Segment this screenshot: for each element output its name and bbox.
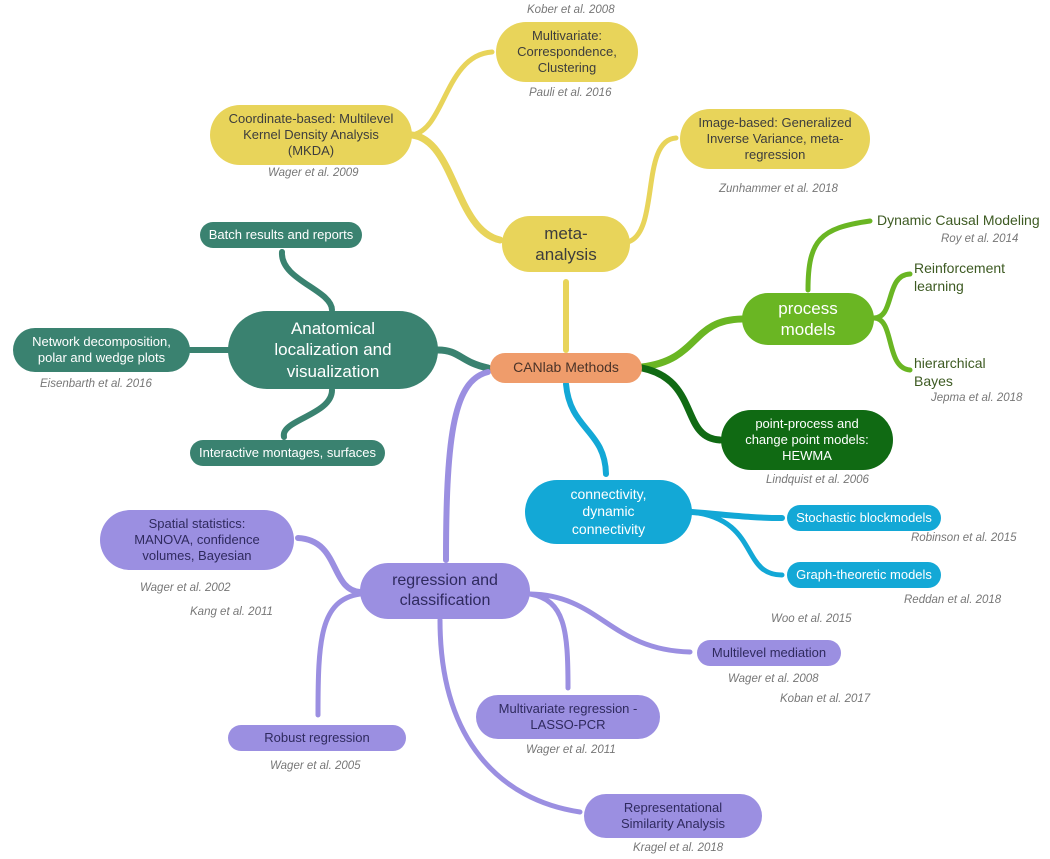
conn-sbm-node[interactable]: Stochastic blockmodels	[787, 505, 941, 531]
link-meta-coordinate	[408, 131, 504, 244]
regression-node[interactable]: regression and classification	[360, 563, 530, 619]
cite-koban-2017: Koban et al. 2017	[780, 693, 871, 705]
cite-robinson-2015: Robinson et al. 2015	[911, 532, 1017, 544]
proc-dcm-label[interactable]: Dynamic Causal Modeling	[877, 212, 1040, 228]
cite-zunhammer-2018: Zunhammer et al. 2018	[719, 183, 838, 195]
cite-wager-2005: Wager et al. 2005	[270, 760, 361, 772]
link-reg-rsa	[437, 617, 583, 815]
connectivity-node[interactable]: connectivity, dynamic connectivity	[525, 480, 692, 544]
link-reg-lasso	[527, 591, 571, 691]
link-anat-center	[434, 346, 492, 372]
link-reg-mediation	[527, 591, 693, 655]
link-conn-graph	[689, 509, 785, 578]
conn-graph-node[interactable]: Graph-theoretic models	[787, 562, 941, 588]
cite-kang-2011: Kang et al. 2011	[190, 606, 273, 618]
proc-rl-label[interactable]: Reinforcement learning	[914, 260, 1006, 294]
cite-woo-2015: Woo et al. 2015	[771, 613, 852, 625]
link-point-process	[638, 364, 724, 444]
point-process-node[interactable]: point-process and change point models: H…	[721, 410, 893, 470]
cite-wager-2008: Wager et al. 2008	[728, 673, 819, 685]
anat-montage-node[interactable]: Interactive montages, surfaces	[190, 440, 385, 466]
cite-lindquist-2006: Lindquist et al. 2006	[766, 474, 869, 486]
cite-kober-2008: Kober et al. 2008	[527, 4, 615, 16]
reg-robust-node[interactable]: Robust regression	[228, 725, 406, 751]
anatomical-node[interactable]: Anatomical localization and visualizatio…	[228, 311, 438, 389]
cite-reddan-2018: Reddan et al. 2018	[904, 594, 1002, 606]
link-proc-hb	[871, 315, 913, 373]
meta-analysis-node[interactable]: meta- analysis	[502, 216, 630, 272]
anat-network-node[interactable]: Network decomposition, polar and wedge p…	[13, 328, 190, 372]
link-anat-batch	[279, 249, 335, 313]
cite-roy-2014: Roy et al. 2014	[941, 233, 1019, 245]
process-models-node[interactable]: process models	[742, 293, 874, 345]
proc-hb-label[interactable]: hierarchical Bayes	[914, 355, 986, 389]
cite-wager-2009: Wager et al. 2009	[268, 167, 359, 179]
reg-mediation-node[interactable]: Multilevel mediation	[697, 640, 841, 666]
cite-jepma-2018: Jepma et al. 2018	[931, 392, 1023, 404]
meta-image-node[interactable]: Image-based: Generalized Inverse Varianc…	[680, 109, 870, 169]
cite-eisenbarth-2016: Eisenbarth et al. 2016	[40, 378, 152, 390]
link-anat-montage	[280, 387, 335, 440]
link-meta-image	[625, 135, 679, 245]
link-proc-dcm	[805, 218, 873, 293]
link-conn-center	[563, 381, 609, 477]
anat-batch-node[interactable]: Batch results and reports	[200, 222, 362, 248]
link-proc-center	[638, 315, 746, 371]
cite-pauli-2016: Pauli et al. 2016	[529, 87, 612, 99]
cite-wager-2002: Wager et al. 2002	[140, 582, 231, 594]
reg-lasso-node[interactable]: Multivariate regression - LASSO-PCR	[476, 695, 660, 739]
meta-multivariate-node[interactable]: Multivariate: Correspondence, Clustering	[496, 22, 638, 82]
meta-coordinate-node[interactable]: Coordinate-based: Multilevel Kernel Dens…	[210, 105, 412, 165]
center-node[interactable]: CANlab Methods	[490, 353, 642, 383]
cite-wager-2011: Wager et al. 2011	[526, 744, 616, 756]
link-reg-center	[443, 369, 491, 563]
reg-rsa-node[interactable]: Representational Similarity Analysis	[584, 794, 762, 838]
link-meta-multivariate	[409, 49, 495, 138]
cite-kragel-2018: Kragel et al. 2018	[633, 842, 724, 854]
link-reg-robust	[315, 591, 363, 718]
reg-spatial-node[interactable]: Spatial statistics: MANOVA, confidence v…	[100, 510, 294, 570]
link-reg-spatial	[295, 535, 363, 595]
link-proc-rl	[871, 271, 913, 321]
